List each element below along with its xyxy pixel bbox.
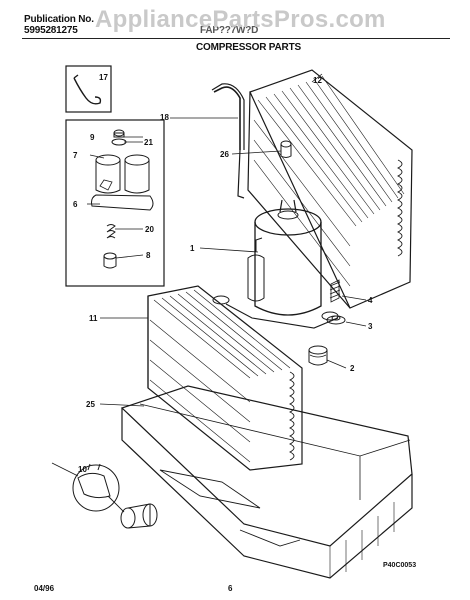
grommet-part [308,345,328,366]
base-pan [120,385,413,579]
callout-3: 3 [368,322,373,331]
callout-7: 7 [73,151,78,160]
tube-part [211,83,245,199]
nut-part [326,315,346,325]
footer-page-number: 6 [228,584,233,593]
callout-11: 11 [89,314,98,323]
compressor-part [212,199,339,329]
callout-6: 6 [73,200,78,209]
callout-9: 9 [90,133,95,142]
leader-lines [51,73,367,477]
callout-2: 2 [350,364,355,373]
publication-label: Publication No. [24,14,94,25]
model-number: FAP??7W?D [200,25,259,36]
callout-17: 17 [99,73,108,82]
condenser-coil-upper [247,69,413,309]
inset-capacitor [72,463,158,529]
evaporator-coil [147,285,303,471]
callout-26: 26 [220,150,229,159]
callout-25: 25 [86,400,95,409]
callout-4: 4 [368,296,373,305]
inset-wire-part [65,65,112,113]
fitting-part [280,140,292,158]
bolt-part [329,279,341,303]
callout-10: 10 [78,465,87,474]
header-rule [22,38,450,39]
callout-18: 18 [160,113,169,122]
figure-code: P40C0053 [383,562,417,569]
callout-20: 20 [145,225,154,234]
footer-date: 04/96 [34,584,55,593]
publication-number: 5995281275 [24,25,78,36]
watermark: AppliancePartsPros.com [95,6,386,33]
callout-12: 12 [313,76,322,85]
callout-8: 8 [146,251,151,260]
callout-1: 1 [190,244,195,253]
callout-21: 21 [144,138,153,147]
section-title: COMPRESSOR PARTS [196,42,301,53]
